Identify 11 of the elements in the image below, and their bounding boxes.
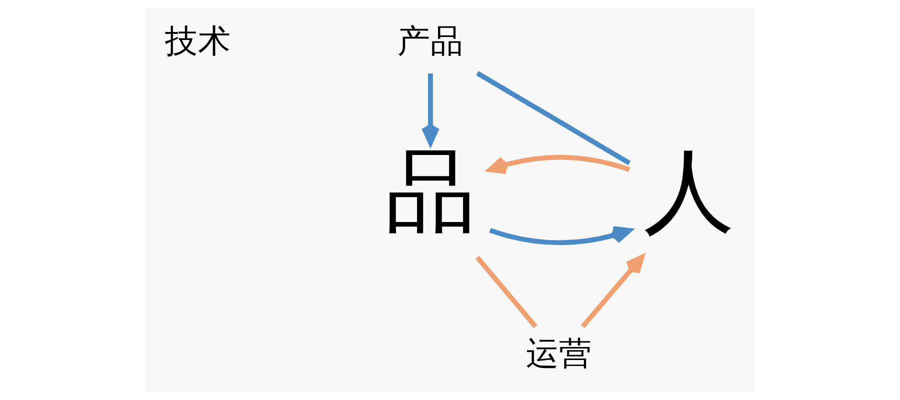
node-text: 人 (644, 138, 735, 244)
arrow (580, 254, 644, 328)
node-text: 产品 (397, 22, 464, 60)
connector (475, 256, 538, 328)
arrow (488, 154, 630, 174)
connector (476, 71, 631, 166)
arrow (421, 74, 440, 146)
node-text: 运营 (526, 334, 592, 372)
arrow (489, 226, 632, 246)
label: 技术 (164, 22, 231, 60)
node-text: 品 (384, 138, 476, 244)
